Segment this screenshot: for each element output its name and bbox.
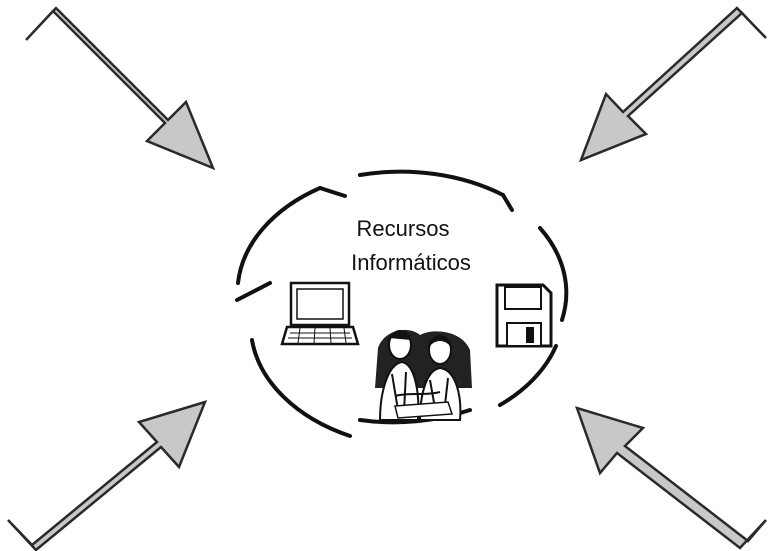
arrow-bottom-right: [574, 406, 767, 550]
arrow-top-left: [25, 6, 216, 171]
floppy-disk-icon: [495, 283, 553, 348]
arrow-top-right: [578, 6, 767, 163]
computer-icon: [280, 281, 360, 346]
diagram-title-line-2: Informáticos: [351, 250, 471, 275]
arrow-bottom-left: [7, 400, 208, 551]
people-icon: [375, 329, 472, 421]
diagram-title-line-1: Recursos: [357, 216, 450, 241]
